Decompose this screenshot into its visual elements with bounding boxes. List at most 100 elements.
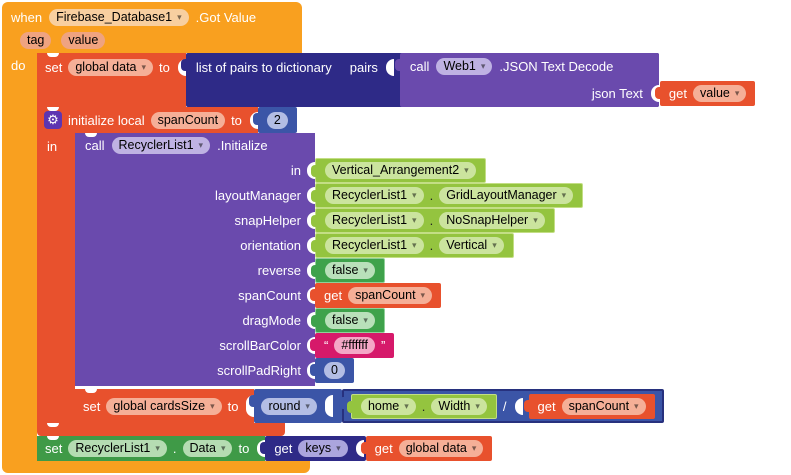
text-string-block[interactable]: “ #ffffff ” [309,333,395,358]
string-value-field[interactable]: #ffffff [334,337,376,354]
nosnaphelper-property-block[interactable]: RecyclerList1 ▾ . NoSnapHelper ▾ [311,208,555,233]
socket [307,237,315,254]
get-spancount-block[interactable]: get spanCount ▾ [309,283,442,308]
set-recyclerlist-data-block[interactable]: set RecyclerList1 ▾ . Data ▾ to [37,436,493,461]
method-name: .JSON Text Decode [499,59,614,74]
dropdown-arrow-icon: ▾ [471,443,477,453]
list-of-pairs-to-dictionary-block[interactable]: list of pairs to dictionary pairs call [180,53,756,107]
spancount-var-dropdown[interactable]: spanCount ▾ [561,397,646,415]
spancount-local-var[interactable]: spanCount [150,111,226,129]
dropdown-arrow-icon: ▾ [561,190,567,200]
socket [307,162,315,179]
dropdown-arrow-icon: ▾ [210,400,215,411]
value-var-dropdown[interactable]: value ▾ [693,85,747,102]
home-component-dropdown[interactable]: home ▾ [360,397,416,415]
vertical-property-dropdown[interactable]: Vertical ▾ [439,237,504,254]
false-dropdown[interactable]: false ▾ [325,262,375,279]
get-spancount-block[interactable]: get spanCount ▾ [523,393,655,419]
get-keys-block[interactable]: get keys ▾ [260,436,366,461]
get-value-block[interactable]: get value ▾ [654,81,756,106]
firebase-component-dropdown[interactable]: Firebase_Database1 ▾ [49,8,189,26]
open-quote: “ [324,338,329,353]
dropdown-arrow-icon: ▾ [177,11,182,22]
gridlayoutmanager-property-dropdown[interactable]: GridLayoutManager ▾ [439,187,574,204]
pairs-arg-label: pairs [349,60,378,75]
dict-block-title: list of pairs to dictionary [195,60,332,75]
web1-component-dropdown[interactable]: Web1 ▾ [436,58,493,75]
call-web1-json-decode-block[interactable]: call Web1 ▾ .JSON Text Decode json Text [394,53,756,107]
arg-label-layoutmanager: layoutManager [215,188,301,203]
set-data-property-head[interactable]: set RecyclerList1 ▾ . Data ▾ to [37,436,266,461]
recyclerlist-component-dropdown[interactable]: RecyclerList1 ▾ [68,440,167,457]
arg-label-orientation: orientation [240,238,301,253]
call-recyclerlist-initialize-block[interactable]: call RecyclerList1 ▾ .Initialize [75,133,584,386]
in-label: in [47,139,58,154]
nosnaphelper-property-dropdown[interactable]: NoSnapHelper ▾ [439,212,545,229]
when-firebase-gotvalue-block[interactable]: when Firebase_Database1 ▾ .Got Value tag… [2,2,756,473]
property-dot: . [421,398,426,414]
round-block[interactable]: round ▾ [249,389,342,423]
dropdown-arrow-icon: ▾ [412,240,417,250]
number-2-field[interactable]: 2 [266,111,288,129]
event-name: .Got Value [195,9,257,25]
set-global-cardssize-block[interactable]: set global cardsSize ▾ to [75,389,664,423]
dropdown-arrow-icon: ▾ [412,190,417,200]
spancount-var-dropdown[interactable]: spanCount ▾ [348,287,433,304]
width-property-dropdown[interactable]: Width ▾ [431,397,487,415]
initialize-local-block[interactable]: ⚙ initialize local spanCount to 2 [37,107,664,436]
when-block-header[interactable]: when Firebase_Database1 ▾ .Got Value tag… [2,2,302,53]
dropdown-arrow-icon: ▾ [480,61,486,71]
socket [650,85,659,102]
initialize-local-foot [37,423,285,436]
socket [324,395,333,417]
keys-dropdown[interactable]: keys ▾ [298,440,348,457]
false-dropdown[interactable]: false ▾ [325,312,375,329]
global-data-var-dropdown[interactable]: global data ▾ [68,59,154,76]
to-keyword: to [231,112,242,128]
mutator-gear-icon[interactable]: ⚙ [44,111,62,129]
dropdown-arrow-icon: ▾ [533,215,538,225]
property-dot: . [172,441,177,456]
vertical-arrangement2-block[interactable]: Vertical_Arrangement2 ▾ [311,158,486,183]
dropdown-arrow-icon: ▾ [464,165,469,175]
method-name: .Initialize [217,138,268,153]
global-cardssize-var-dropdown[interactable]: global cardsSize ▾ [106,397,222,415]
logic-false-block[interactable]: false ▾ [311,258,385,283]
initialize-local-head[interactable]: ⚙ initialize local spanCount to [37,107,258,133]
vertical-arrangement2-dropdown[interactable]: Vertical_Arrangement2 ▾ [325,162,476,179]
number-0-field[interactable]: 0 [324,362,345,379]
dropdown-arrow-icon: ▾ [220,443,226,453]
vertical-property-block[interactable]: RecyclerList1 ▾ . Vertical ▾ [311,233,514,258]
number-0-block[interactable]: 0 [310,358,354,383]
initialize-local-keyword: initialize local [68,112,145,128]
recyclerlist-component-dropdown[interactable]: RecyclerList1 ▾ [325,212,424,229]
firebase-component-name: Firebase_Database1 [56,9,173,24]
set-global-data-block[interactable]: set global data ▾ to [37,53,756,107]
event-param-tag[interactable]: tag [20,31,52,49]
gridlayoutmanager-property-block[interactable]: RecyclerList1 ▾ . GridLayoutManager ▾ [310,183,584,208]
global-data-var-dropdown[interactable]: global data ▾ [398,440,484,457]
set-global-data-head[interactable]: set global data ▾ to [37,53,186,107]
recyclerlist-component-dropdown[interactable]: RecyclerList1 ▾ [325,187,424,204]
division-block[interactable]: home ▾ . Width ▾ [338,389,664,423]
round-dropdown[interactable]: round ▾ [261,397,317,415]
home-width-property-block[interactable]: home ▾ . Width ▾ [346,393,497,419]
get-global-data-block[interactable]: get global data ▾ [360,436,493,461]
socket [385,59,394,76]
set-cardssize-head[interactable]: set global cardsSize ▾ to [75,389,255,423]
get-keyword: get [668,86,687,101]
logic-false-block[interactable]: false ▾ [311,308,385,333]
number-2-block[interactable]: 2 [252,107,297,133]
to-keyword: to [159,60,170,75]
when-keyword: when [11,9,43,25]
recyclerlist-component-dropdown[interactable]: RecyclerList1 ▾ [111,137,211,154]
recyclerlist-component-dropdown[interactable]: RecyclerList1 ▾ [325,237,424,254]
set-keyword: set [45,441,63,456]
call-initialize-head[interactable]: call RecyclerList1 ▾ .Initialize [75,133,315,158]
dropdown-arrow-icon: ▾ [155,443,160,453]
data-property-dropdown[interactable]: Data ▾ [182,440,233,457]
event-param-value[interactable]: value [61,31,106,49]
property-dot: . [429,188,434,203]
in-rail: in [37,133,75,423]
